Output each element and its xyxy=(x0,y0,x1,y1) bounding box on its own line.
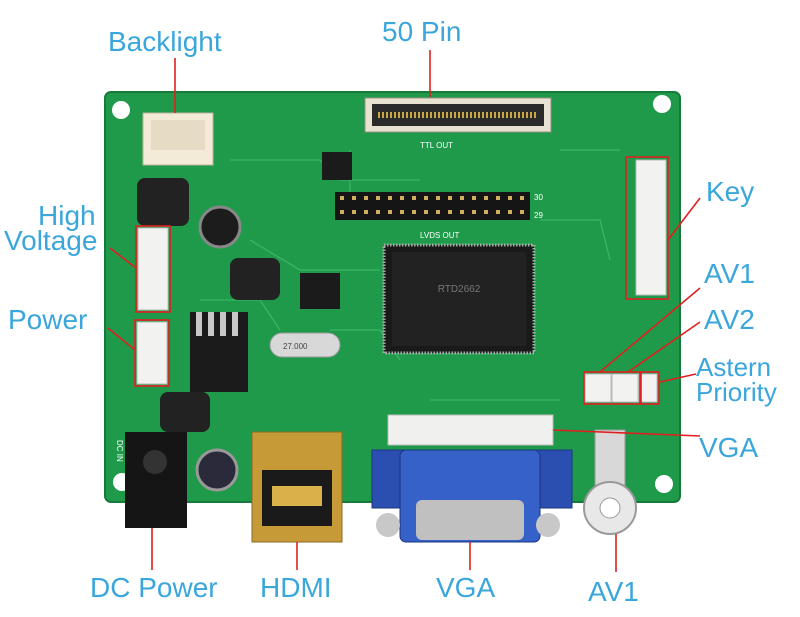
label-high: High xyxy=(38,200,96,231)
label-av1-right: AV1 xyxy=(704,258,755,289)
av-small-connectors xyxy=(584,373,658,403)
hdmi-port xyxy=(251,431,343,543)
label-av1-bottom: AV1 xyxy=(588,576,639,607)
backlight-connector xyxy=(142,112,214,166)
label-voltage: Voltage xyxy=(4,225,98,256)
label-vga-bottom: VGA xyxy=(436,572,496,603)
vga-port xyxy=(371,449,573,543)
inductors xyxy=(137,178,280,432)
capacitors xyxy=(195,205,242,492)
dc-jack xyxy=(125,432,187,528)
svg-text:RTD2662: RTD2662 xyxy=(438,284,481,295)
pin30-silk: 30 xyxy=(534,193,543,202)
lvds-out-silk: LVDS OUT xyxy=(420,231,460,240)
label-key: Key xyxy=(706,176,755,207)
pin-header xyxy=(335,192,530,220)
label-hdmi: HDMI xyxy=(260,572,332,603)
label-power: Power xyxy=(8,304,88,335)
fpc-50pin-connector xyxy=(364,97,552,133)
crystal-silk: 27.000 xyxy=(283,342,308,351)
high-voltage-connector xyxy=(137,227,169,311)
dc-in-silk: DC IN xyxy=(115,440,124,462)
key-connector xyxy=(635,159,667,296)
label-vga-right: VGA xyxy=(699,432,759,463)
crystal xyxy=(269,332,341,358)
power-connector xyxy=(136,321,168,385)
label-backlight: Backlight xyxy=(108,26,222,57)
label-av2: AV2 xyxy=(704,304,755,335)
pin29-silk: 29 xyxy=(534,211,543,220)
vga-header xyxy=(387,414,554,446)
regulator xyxy=(196,312,238,336)
main-chip: RTD2662 xyxy=(382,243,536,355)
label-priority: Priority xyxy=(696,377,777,407)
rca-jack xyxy=(583,429,637,535)
label-50pin: 50 Pin xyxy=(382,16,462,47)
ttl-out-silk: TTL OUT xyxy=(420,141,453,150)
pointers xyxy=(107,50,701,572)
label-astern: Astern xyxy=(696,352,772,382)
label-dc-power: DC Power xyxy=(90,572,218,603)
